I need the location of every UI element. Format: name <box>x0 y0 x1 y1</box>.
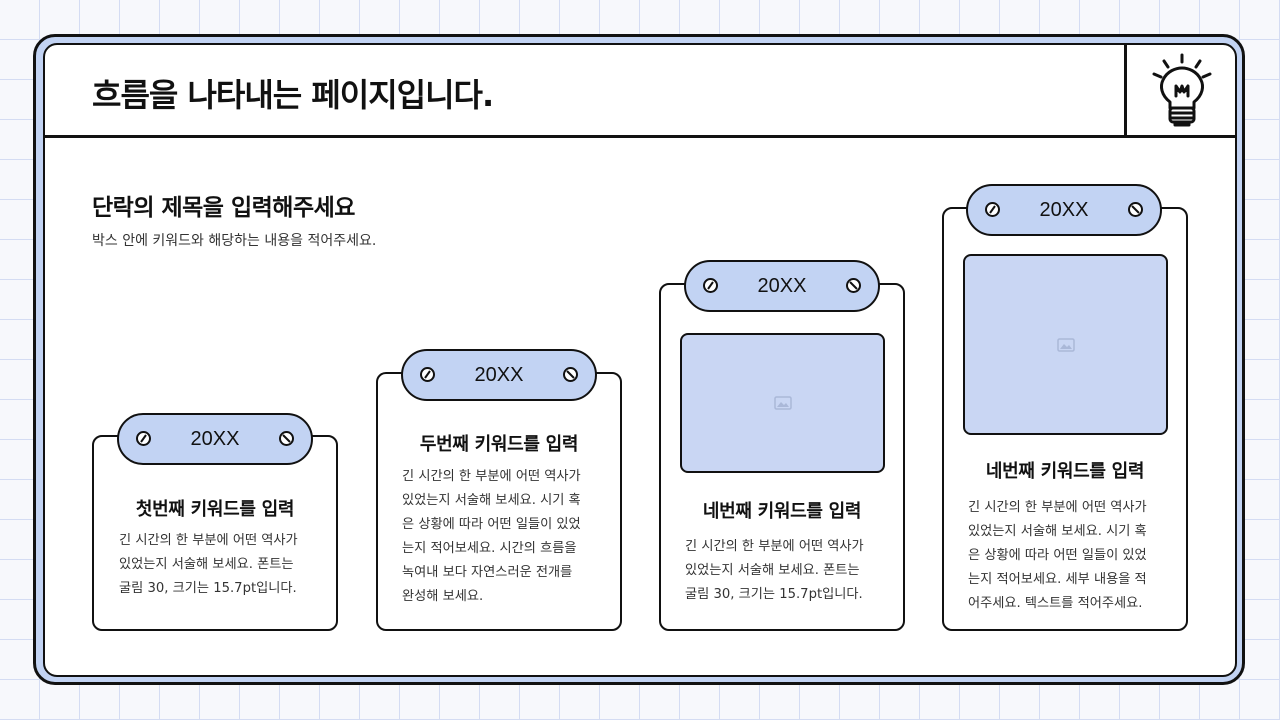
header-divider <box>43 135 1237 138</box>
dash-decoration <box>420 345 442 349</box>
year-label: 20XX <box>474 363 524 386</box>
section-subtitle: 박스 안에 키워드와 해당하는 내용을 적어주세요. <box>92 233 377 249</box>
card-body: 긴 시간의 한 부분에 어떤 역사가 있었는지 서술해 보세요. 폰트는 굴림 … <box>119 533 298 596</box>
dash-decoration <box>136 409 158 413</box>
timeline-card-1: 첫번째 키워드를 입력 긴 시간의 한 부분에 어떤 역사가 있었는지 서술해 … <box>92 435 338 631</box>
card-heading: 네번째 키워드를 입력 <box>985 461 1145 482</box>
timeline-card-2: 두번째 키워드를 입력 긴 시간의 한 부분에 어떤 역사가 있었는지 서술해 … <box>376 372 622 631</box>
screw-icon <box>279 431 294 446</box>
image-placeholder-icon <box>773 396 792 410</box>
screw-icon <box>420 367 435 382</box>
year-pill-2: 20XX <box>401 349 597 401</box>
timeline-card-3: 네번째 키워드를 입력 긴 시간의 한 부분에 어떤 역사가 있었는지 서술해 … <box>659 283 905 631</box>
image-placeholder-icon <box>1056 337 1075 352</box>
year-pill-3: 20XX <box>684 260 880 312</box>
screw-icon <box>985 202 1000 217</box>
page-title: 흐름을 나타내는 페이지입니다. <box>92 76 494 114</box>
card-heading: 첫번째 키워드를 입력 <box>135 499 295 520</box>
year-pill-1: 20XX <box>117 413 313 465</box>
year-label: 20XX <box>1039 198 1089 221</box>
image-placeholder[interactable] <box>680 333 885 473</box>
card-body: 긴 시간의 한 부분에 어떤 역사가 있었는지 서술해 보세요. 폰트는 굴림 … <box>685 539 864 602</box>
year-label: 20XX <box>757 274 807 297</box>
dash-decoration <box>986 180 1008 184</box>
year-pill-4: 20XX <box>966 184 1162 236</box>
screw-icon <box>703 278 718 293</box>
screw-icon <box>846 278 861 293</box>
card-heading: 네번째 키워드를 입력 <box>702 501 862 522</box>
screw-icon <box>136 431 151 446</box>
screw-icon <box>1128 202 1143 217</box>
card-body: 긴 시간의 한 부분에 어떤 역사가 있었는지 서술해 보세요. 시기 혹 은 … <box>968 500 1147 611</box>
card-body: 긴 시간의 한 부분에 어떤 역사가 있었는지 서술해 보세요. 시기 혹 은 … <box>402 469 581 604</box>
section-title: 단락의 제목을 입력해주세요 <box>92 195 355 221</box>
timeline-card-4: 네번째 키워드를 입력 긴 시간의 한 부분에 어떤 역사가 있었는지 서술해 … <box>942 207 1188 631</box>
screw-icon <box>563 367 578 382</box>
year-label: 20XX <box>190 427 240 450</box>
image-placeholder[interactable] <box>963 254 1168 435</box>
dash-decoration <box>704 256 726 260</box>
lightbulb-icon <box>1152 53 1212 127</box>
header-icon-divider <box>1124 43 1127 137</box>
card-heading: 두번째 키워드를 입력 <box>419 434 579 455</box>
